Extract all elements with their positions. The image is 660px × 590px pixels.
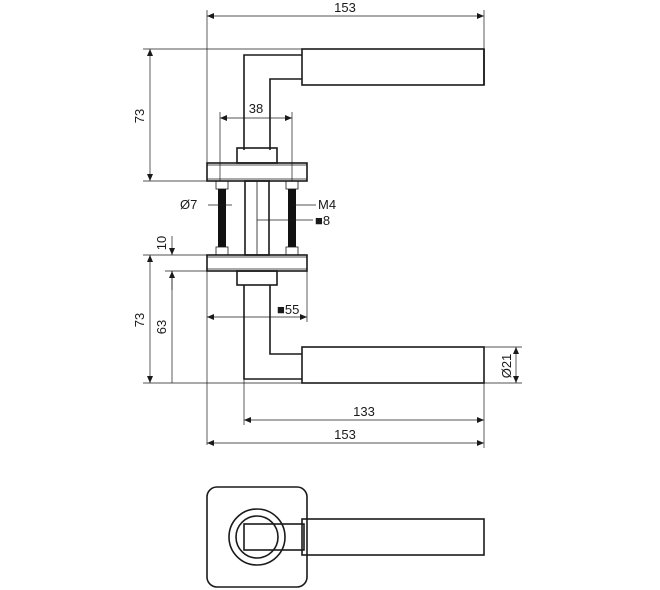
dim-rose-span: 38: [249, 101, 263, 116]
right-screw-head-bottom: [285, 246, 299, 256]
upper-rose-collar: [236, 147, 278, 164]
dim-top-width: 153: [334, 0, 356, 15]
front-lever-grip: [301, 518, 485, 556]
front-view: [206, 486, 485, 588]
dim-grip-diameter: Ø21: [499, 354, 514, 379]
left-screw: [218, 189, 226, 247]
dim-lower-height-inner: 63: [154, 320, 169, 334]
front-rose-inner-ring: [235, 515, 279, 559]
lower-lever-neck-outer: [243, 285, 302, 380]
lower-lever: [243, 285, 485, 384]
spindle-assembly: [215, 180, 299, 256]
front-rose-outer-ring: [228, 508, 286, 566]
dim-spindle: ■8: [315, 213, 330, 228]
dim-spindle-length: ■55: [277, 302, 299, 317]
upper-lever-grip: [301, 48, 485, 86]
lower-lever-grip: [301, 346, 485, 384]
dimension-lines: [143, 10, 522, 448]
lower-rose-collar: [236, 270, 278, 286]
dim-hole-diameter: Ø7: [180, 197, 197, 212]
left-screw-head-top: [215, 180, 229, 190]
front-rose-plate: [206, 486, 308, 588]
upper-lever: [243, 48, 485, 150]
dim-screw-thread: M4: [318, 197, 336, 212]
right-screw: [288, 189, 296, 247]
dimension-labels: 153 73 38 Ø7 M4 ■8 10 73 63 ■55 Ø21 133 …: [132, 0, 514, 442]
dim-bottom-width: 153: [334, 427, 356, 442]
lower-lever-neck-inner: [269, 285, 302, 355]
right-screw-head-top: [285, 180, 299, 190]
left-screw-head-bottom: [215, 246, 229, 256]
upper-lever-neck-inner: [269, 78, 302, 150]
lower-rose: [206, 254, 308, 286]
dim-lower-height: 73: [132, 313, 147, 327]
dim-upper-height: 73: [132, 109, 147, 123]
front-lever-neck: [243, 523, 305, 551]
dim-rose-thickness: 10: [154, 236, 169, 250]
dim-lever-length: 133: [353, 404, 375, 419]
